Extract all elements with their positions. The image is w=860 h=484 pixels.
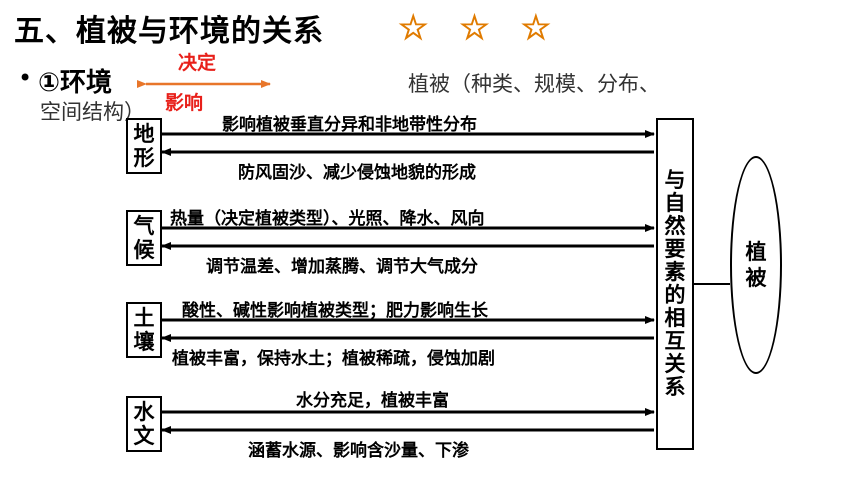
soil-feedback-label: 植被丰富，保持水土；植被稀疏，侵蚀加剧 (172, 349, 495, 369)
hydrology-effect-label: 水分充足，植被丰富 (296, 391, 449, 411)
relation-char: 素 (664, 260, 686, 284)
relation-char: 与 (664, 168, 686, 192)
relation-char: 互 (664, 329, 686, 353)
factor-box-soil: 土 壤 (126, 302, 162, 358)
vegetation-char: 被 (745, 266, 767, 290)
factor-box-terrain: 地 形 (126, 118, 162, 174)
influence-label: 影响 (165, 92, 204, 114)
page-title: 五、植被与环境的关系 (14, 14, 324, 49)
hydrology-feedback-label: 涵蓄水源、影响含沙量、下渗 (248, 441, 469, 461)
vegetation-char: 植 (745, 240, 767, 264)
bullet-marker: • (18, 64, 33, 92)
relation-char: 系 (664, 375, 686, 399)
relation-char: 自 (664, 191, 686, 215)
vegetation-description-line1: 植被（种类、规模、分布、 (408, 72, 660, 96)
factor-char: 壤 (133, 330, 155, 354)
relation-char: 的 (664, 283, 686, 307)
factor-char: 水 (133, 400, 155, 424)
factor-char: 地 (133, 122, 155, 146)
decide-label: 决定 (178, 52, 217, 74)
factor-box-climate: 气 候 (126, 210, 162, 266)
climate-feedback-label: 调节温差、增加蒸腾、调节大气成分 (206, 257, 478, 277)
relation-char: 要 (664, 237, 686, 261)
vegetation-oval: 植 被 (730, 156, 782, 374)
terrain-effect-label: 影响植被垂直分异和非地带性分布 (222, 115, 477, 135)
relation-char: 关 (664, 352, 686, 376)
mutual-relation-box: 与 自 然 要 素 的 相 互 关 系 (656, 118, 694, 450)
factor-char: 形 (133, 146, 155, 170)
environment-label: ①环境 (38, 68, 113, 98)
factor-char: 土 (133, 306, 155, 330)
relation-char: 相 (664, 306, 686, 330)
terrain-feedback-label: 防风固沙、减少侵蚀地貌的形成 (238, 163, 476, 183)
factor-char: 文 (133, 424, 155, 448)
factor-char: 气 (133, 214, 155, 238)
factor-char: 候 (133, 238, 155, 262)
importance-stars: ☆ ☆ ☆ (397, 8, 562, 49)
relation-char: 然 (664, 214, 686, 238)
climate-effect-label: 热量（决定植被类型）、光照、降水、风向 (170, 209, 485, 229)
soil-effect-label: 酸性、碱性影响植被类型；肥力影响生长 (182, 301, 488, 321)
factor-box-hydrology: 水 文 (126, 396, 162, 452)
